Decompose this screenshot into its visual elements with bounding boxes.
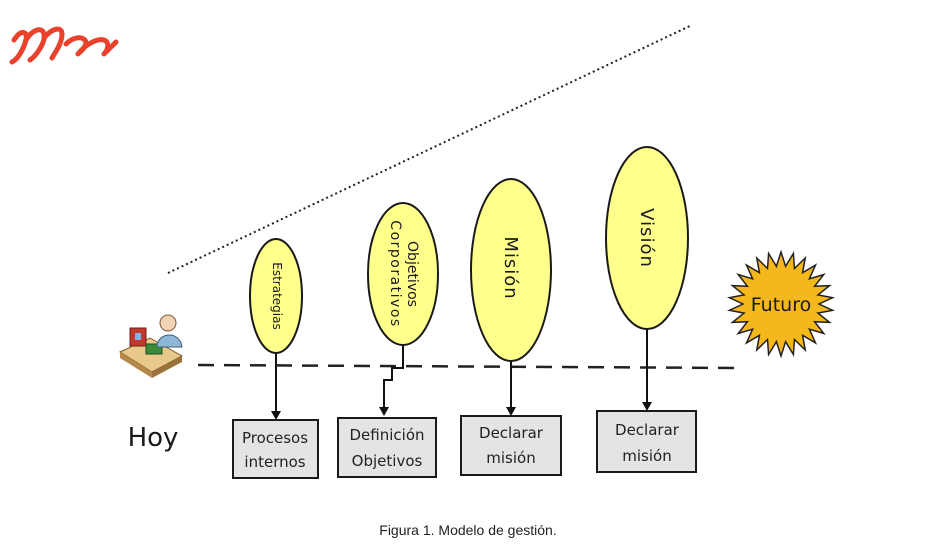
today-label: Hoy (128, 423, 179, 453)
ellipse-label-vision: Visión (636, 208, 657, 268)
box-label-line2: misión (622, 447, 671, 465)
baseline-dashed-line (197, 363, 741, 370)
box-label-line1: Definición (350, 426, 425, 444)
connector-objectives (379, 345, 404, 416)
box-declare-mission-1: Declarar misión (460, 415, 562, 476)
box-label-line1: Declarar (479, 424, 544, 442)
ellipse-label-mission: Misión (500, 236, 521, 299)
box-label-line2: misión (486, 449, 535, 467)
ellipse-label-objectives-line1: Objetivos (404, 241, 420, 307)
person-at-desk-icon (118, 314, 184, 378)
figure-caption: Figura 1. Modelo de gestión. (379, 522, 557, 538)
logo-mark (9, 26, 119, 65)
ellipse-vision: Visión (605, 146, 689, 330)
box-internal-processes: Procesos internos (232, 419, 319, 479)
sun-icon: Futuro (726, 249, 836, 359)
box-label-line2: Objetivos (352, 452, 423, 470)
box-label-line2: internos (244, 453, 305, 471)
ellipse-label-strategies: Estrategias (270, 262, 284, 329)
future-label: Futuro (751, 294, 811, 316)
ellipse-strategies: Estrategias (249, 238, 303, 354)
ellipse-corporate-objectives: Objetivos Corporativos (367, 202, 439, 346)
ellipse-label-objectives-line2: Corporativos (387, 220, 403, 327)
ellipse-mission: Misión (470, 178, 552, 362)
box-define-objectives: Definición Objetivos (337, 417, 437, 478)
box-declare-mission-2: Declarar misión (596, 410, 697, 473)
box-label-line1: Procesos (242, 429, 308, 447)
box-label-line1: Declarar (615, 421, 680, 439)
growth-dotted-line (167, 24, 693, 274)
